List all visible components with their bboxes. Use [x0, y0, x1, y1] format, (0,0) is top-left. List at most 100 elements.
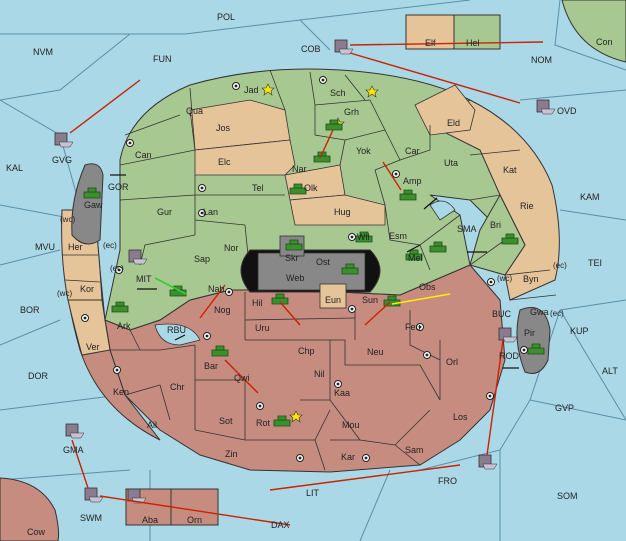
label-Sch: Sch	[330, 88, 346, 98]
region-con[interactable]	[561, 0, 626, 63]
label-Con: Con	[596, 37, 613, 47]
label-Nar: Nar	[292, 164, 307, 174]
label-coast-byn-wc: (wc)	[497, 274, 512, 283]
label-Mel: Mel	[408, 253, 423, 263]
label-Eun: Eun	[325, 295, 341, 305]
label-Hil: Hil	[252, 298, 263, 308]
label-FRO: FRO	[438, 476, 457, 486]
label-Sap: Sap	[194, 254, 210, 264]
region-pir[interactable]	[516, 307, 551, 374]
label-SOM: SOM	[557, 491, 578, 501]
label-Bri: Bri	[490, 220, 501, 230]
label-Ark: Ark	[117, 321, 131, 331]
east-crescent-neutral	[428, 99, 560, 301]
label-Pir: Pir	[524, 328, 535, 338]
north-borders	[119, 69, 521, 271]
label-Orn: Orn	[187, 515, 202, 525]
label-KUP: KUP	[570, 326, 589, 336]
label-POL: POL	[217, 12, 235, 22]
label-DOR: DOR	[28, 371, 49, 381]
label-Qua: Qua	[186, 106, 203, 116]
label-BUC: BUC	[492, 309, 512, 319]
label-COB: COB	[301, 44, 321, 54]
label-Amp: Amp	[403, 176, 422, 186]
label-GVG: GVG	[52, 155, 72, 165]
label-Gur: Gur	[157, 207, 172, 217]
label-Yok: Yok	[356, 146, 371, 156]
support-order	[391, 293, 451, 305]
label-coast-byn-ec: (ec)	[553, 261, 567, 270]
label-coast-her-ec: (ec)	[103, 241, 117, 250]
label-Feu: Feu	[405, 322, 421, 332]
south-borders	[110, 292, 441, 471]
region-ver[interactable]	[67, 299, 111, 356]
region-web[interactable]	[257, 252, 366, 291]
label-FUN: FUN	[153, 54, 172, 64]
label-KAL: KAL	[6, 163, 23, 173]
label-Tel: Tel	[252, 183, 264, 193]
label-Cow: Cow	[27, 527, 46, 537]
label-Gaw: Gaw	[84, 200, 103, 210]
label-Neu: Neu	[367, 347, 384, 357]
label-Eld: Eld	[447, 118, 460, 128]
region-hug[interactable]	[289, 194, 386, 226]
region-eun[interactable]	[319, 283, 347, 309]
label-Ken: Ken	[113, 387, 129, 397]
army-units[interactable]	[83, 119, 545, 427]
label-DAX: DAX	[271, 520, 290, 530]
fleet-units[interactable]	[54, 39, 556, 504]
label-Olk: Olk	[304, 183, 318, 193]
label-Orl: Orl	[446, 357, 458, 367]
label-Ail: Ail	[147, 420, 157, 430]
crescent-borders	[62, 254, 557, 301]
label-Mou: Mou	[342, 420, 360, 430]
supply-centers	[81, 76, 528, 462]
sma-bay	[429, 200, 456, 221]
region-gaw[interactable]	[71, 163, 104, 245]
label-MVU: MVU	[35, 242, 55, 252]
label-Aba: Aba	[142, 515, 158, 525]
label-GVP: GVP	[555, 403, 574, 413]
label-Wil: Wil	[357, 232, 370, 242]
label-Qwi: Qwi	[234, 373, 250, 383]
label-Chr: Chr	[170, 382, 185, 392]
label-Nog: Nog	[214, 305, 231, 315]
label-NVM: NVM	[33, 47, 53, 57]
label-Elc: Elc	[218, 157, 231, 167]
region-orn[interactable]	[170, 488, 219, 526]
convoy-order	[154, 277, 187, 295]
label-Elf: Elf	[425, 38, 436, 48]
label-Her: Her	[68, 242, 83, 252]
label-Rot: Rot	[256, 418, 271, 428]
label-BOR: BOR	[20, 305, 40, 315]
label-Web: Web	[286, 273, 304, 283]
rbu-bay	[154, 323, 201, 346]
label-LIT: LIT	[306, 488, 320, 498]
label-Kat: Kat	[503, 165, 517, 175]
label-Kor: Kor	[80, 284, 94, 294]
label-Skr: Skr	[285, 253, 299, 263]
land-labels: Jad Sch Qua Jos Grh Can Yok Car Eld Elc …	[52, 38, 577, 525]
adjacency-arrows	[110, 174, 519, 369]
label-Zin: Zin	[225, 449, 238, 459]
label-Los: Los	[453, 412, 468, 422]
label-Nor: Nor	[224, 243, 239, 253]
label-TEI: TEI	[588, 258, 602, 268]
label-Kar: Kar	[341, 452, 355, 462]
label-Gwa: Gwa	[530, 307, 549, 317]
label-coast-kor-ec: (ec)	[110, 264, 124, 273]
label-Hel: Hel	[466, 38, 480, 48]
label-SMA: SMA	[457, 224, 477, 234]
label-Uta: Uta	[444, 158, 458, 168]
label-Kaa: Kaa	[334, 388, 350, 398]
label-coast-kor-wc: (wc)	[57, 289, 72, 298]
label-Car: Car	[405, 146, 420, 156]
label-Sot: Sot	[219, 416, 233, 426]
region-cow[interactable]	[0, 477, 60, 541]
label-Bar: Bar	[204, 361, 218, 371]
region-elc[interactable]	[194, 139, 296, 176]
label-RBU: RBU	[167, 325, 186, 335]
label-coast-gwa-ec: (ec)	[550, 309, 564, 318]
label-MIT: MIT	[136, 274, 152, 284]
region-eld[interactable]	[414, 84, 476, 136]
